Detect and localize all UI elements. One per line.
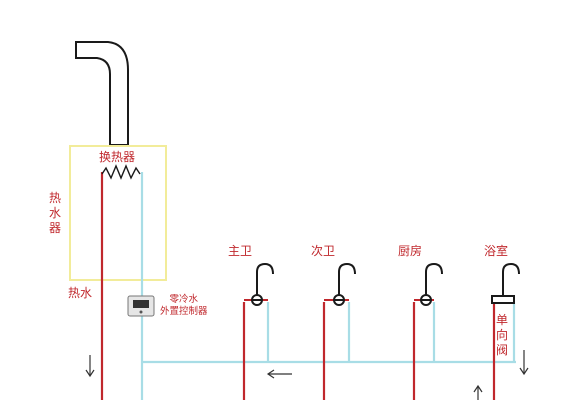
cold-water-pipes <box>140 172 516 400</box>
heat-exchanger-coil <box>101 164 141 180</box>
exhaust-pipe <box>75 41 129 146</box>
arrow-icon <box>85 355 95 378</box>
controller-label: 零冷水 外置控制器 <box>160 294 208 317</box>
water-heater-box <box>69 145 167 281</box>
arrow-icon <box>266 369 292 379</box>
controller-icon <box>127 295 155 317</box>
hot-water-pipes <box>100 172 496 400</box>
outlet-label-second-bath: 次卫 <box>311 244 336 258</box>
arrow-icon <box>519 350 529 376</box>
hot-water-label: 热水 <box>68 286 93 300</box>
outlet-label-kitchen: 厨房 <box>398 244 423 258</box>
outlet-label-master-bath: 主卫 <box>228 244 253 258</box>
arrow-icon <box>473 384 483 400</box>
faucet-icon <box>491 262 520 304</box>
outlet-label-bathroom: 浴室 <box>484 244 509 258</box>
faucet-icon <box>420 262 443 306</box>
check-valve-label: 单向阀 <box>495 313 508 357</box>
faucet-icon <box>251 262 274 306</box>
water-heater-label: 热水器 <box>48 191 61 235</box>
heat-exchanger-label: 换热器 <box>99 150 136 164</box>
faucet-icon <box>333 262 356 306</box>
